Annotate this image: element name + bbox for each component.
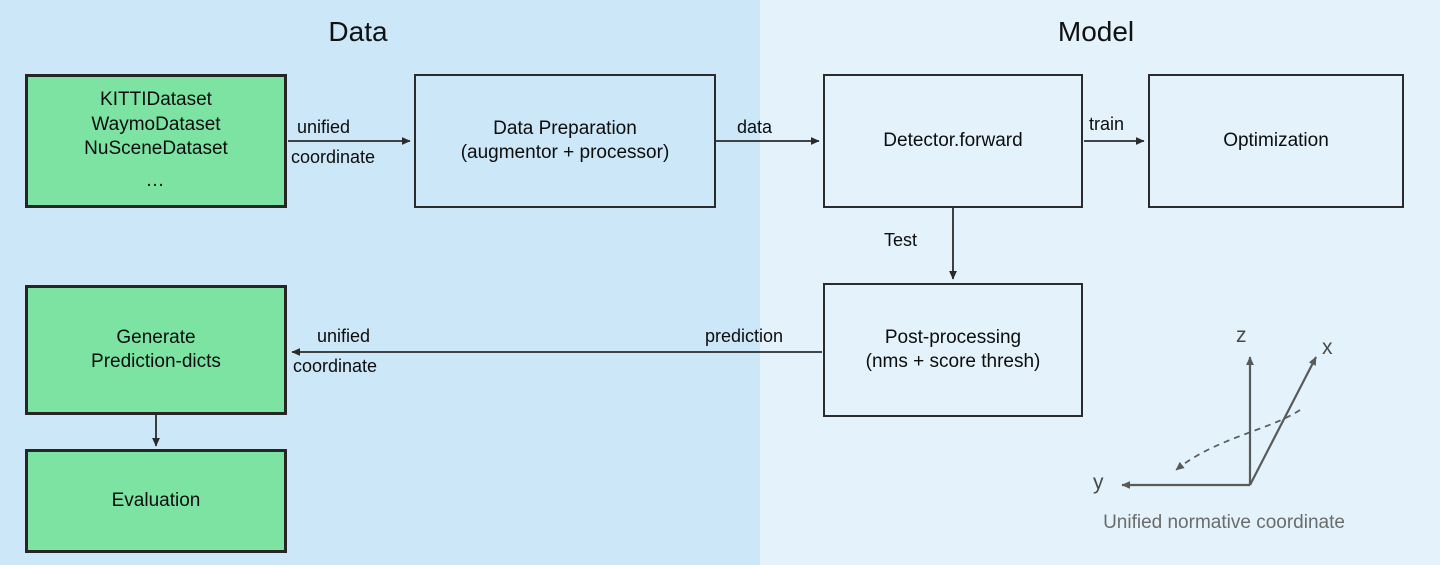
node-datasets-line-3: NuSceneDataset (84, 138, 228, 159)
node-data-preparation-line-1: Data Preparation (493, 117, 637, 139)
node-optimization-label: Optimization (1223, 129, 1329, 151)
node-generate-line-1: Generate (116, 326, 196, 348)
model-section-background (760, 0, 1440, 565)
axis-label-y: y (1093, 471, 1104, 494)
edge-label-train: train (1089, 114, 1125, 134)
node-data-preparation-line-2: (augmentor + processor) (460, 142, 670, 163)
node-evaluation[interactable]: Evaluation (25, 449, 287, 553)
axis-label-x: x (1322, 336, 1333, 359)
node-datasets-line-2: WaymoDataset (91, 113, 221, 135)
edge-label-data: data (737, 117, 773, 137)
edge-label-coordinate-top: coordinate (291, 147, 376, 167)
node-generate-prediction-dicts[interactable]: Generate Prediction-dicts (25, 285, 287, 415)
node-post-processing-line-1: Post-processing (884, 326, 1022, 348)
edge-label-test: Test (884, 230, 918, 250)
node-generate-line-2: Prediction-dicts (91, 351, 221, 372)
edge-label-coordinate-bottom: coordinate (293, 356, 378, 376)
node-datasets-ellipsis: … (145, 170, 167, 192)
edge-label-prediction: prediction (705, 326, 784, 346)
node-data-preparation[interactable]: Data Preparation (augmentor + processor) (414, 74, 716, 208)
node-detector-forward[interactable]: Detector.forward (823, 74, 1083, 208)
node-detector-forward-label: Detector.forward (883, 129, 1023, 151)
node-evaluation-label: Evaluation (111, 489, 201, 511)
axis-label-z: z (1236, 324, 1247, 347)
node-post-processing-line-2: (nms + score thresh) (865, 351, 1041, 372)
edge-label-unified-bottom: unified (317, 326, 371, 346)
node-datasets-line-1: KITTIDataset (100, 89, 212, 111)
node-datasets[interactable]: KITTIDataset WaymoDataset NuSceneDataset… (25, 74, 287, 208)
axes-caption: Unified normative coordinate (1103, 512, 1345, 533)
node-post-processing[interactable]: Post-processing (nms + score thresh) (823, 283, 1083, 417)
section-title-model: Model (1057, 16, 1135, 47)
node-optimization[interactable]: Optimization (1148, 74, 1404, 208)
edge-label-unified-top: unified (297, 117, 351, 137)
section-title-data: Data (328, 16, 388, 47)
